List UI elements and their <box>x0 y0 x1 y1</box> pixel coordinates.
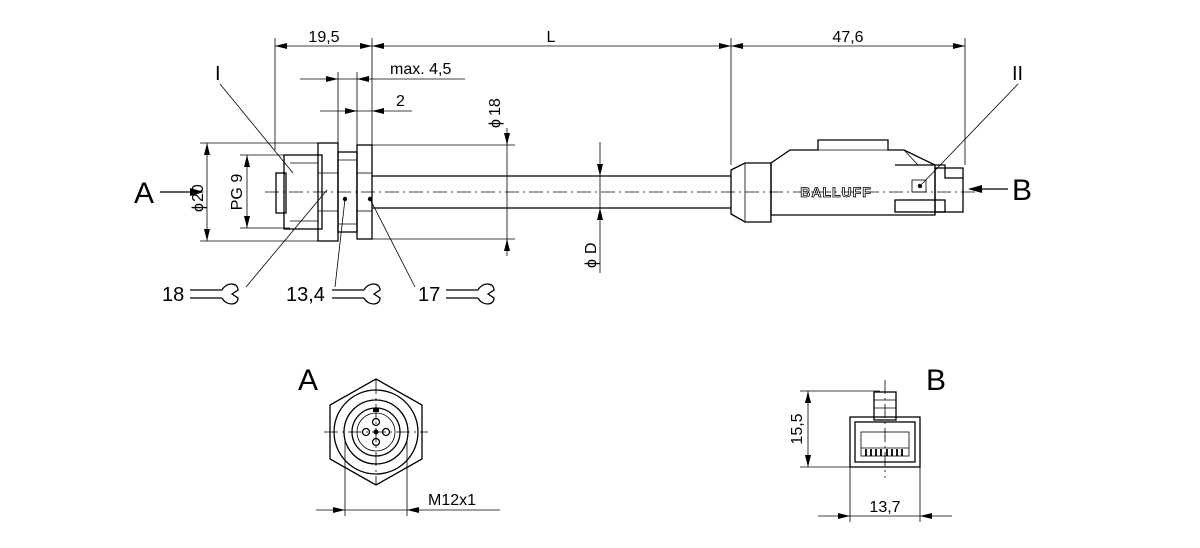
view-a-title: A <box>298 364 318 397</box>
view-b-pointer: B <box>1012 174 1032 207</box>
left-vertical-dims <box>160 142 322 242</box>
label-roman-i: I <box>215 63 221 85</box>
dim-max-4-5: max. 4,5 <box>390 61 451 78</box>
dim-m12x1: M12x1 <box>428 492 476 509</box>
dim-phi-d: D <box>583 242 600 254</box>
label-roman-ii: II <box>1012 63 1023 85</box>
dim-19-5: 19,5 <box>308 29 339 46</box>
dim-47-6: 47,6 <box>832 29 863 46</box>
wrench-size-18: 18 <box>162 284 184 306</box>
connector-ii-body <box>730 139 1008 223</box>
wrench-callouts <box>190 189 495 305</box>
dim-l: L <box>547 29 556 46</box>
wrench-size-13-4: 13,4 <box>286 284 325 306</box>
phi-symbol-d: ϕ <box>583 259 600 268</box>
view-b-title: B <box>926 364 946 397</box>
phi-symbol-20: ϕ <box>190 203 207 212</box>
brand-logo: BALLUFF <box>800 184 872 200</box>
dim-13-7: 13,7 <box>869 499 900 516</box>
phi-symbol-18: ϕ <box>487 119 504 128</box>
top-dimension-lines <box>274 38 966 165</box>
cable <box>265 128 975 273</box>
dim-15-5: 15,5 <box>789 413 806 444</box>
view-a-face <box>316 378 500 516</box>
dim-pg9: PG 9 <box>229 174 246 211</box>
view-a-pointer: A <box>134 177 154 210</box>
wrench-size-17: 17 <box>418 284 440 306</box>
dim-2: 2 <box>396 93 405 110</box>
view-b-face <box>800 380 952 522</box>
dim-phi-18: 18 <box>487 98 504 116</box>
dim-max-lines <box>300 72 465 150</box>
dim-phi-20: 20 <box>190 184 207 202</box>
